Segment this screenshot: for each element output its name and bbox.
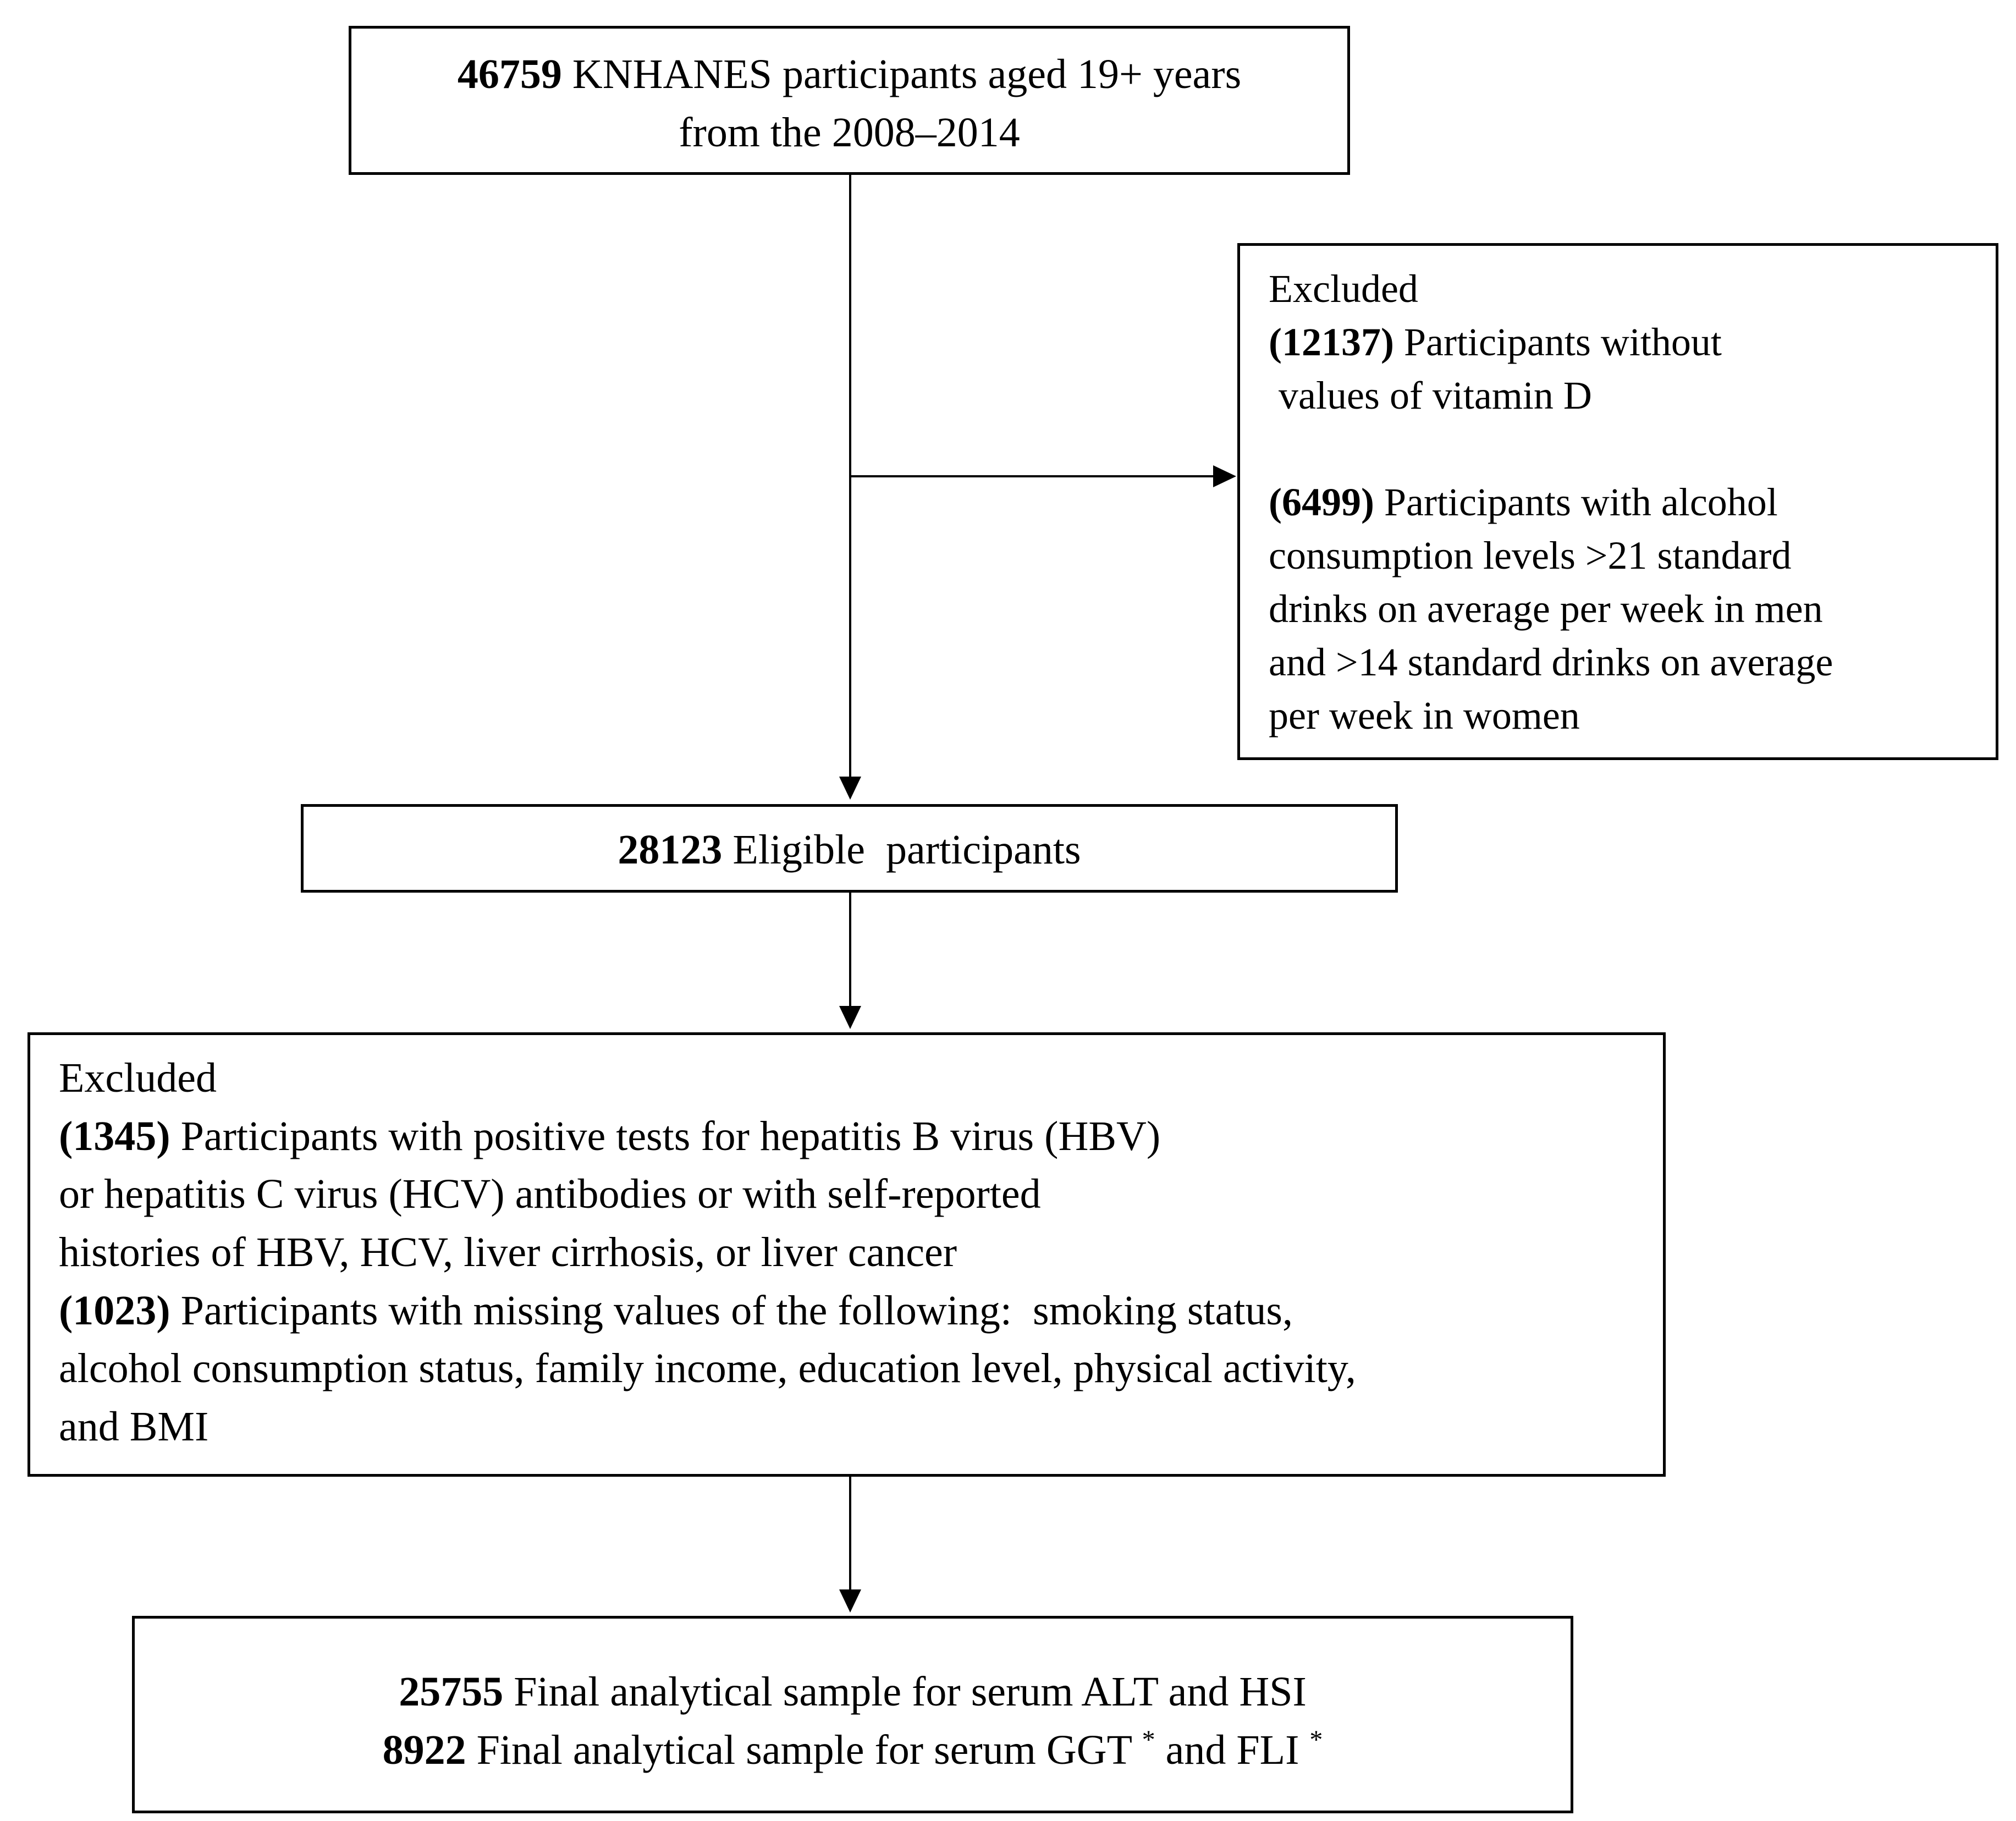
exclusion2-item1-line2: or hepatitis C virus (HCV) antibodies or… [59, 1171, 1041, 1218]
source-line-1: 46759 KNHANES participants aged 19+ year… [351, 45, 1347, 103]
source-population-box: 46759 KNHANES participants aged 19+ year… [349, 26, 1350, 175]
exclusion-box-1: Excluded (12137) Participants without va… [1237, 243, 1998, 760]
exclusion2-item2-text: Participants with missing values of the … [180, 1287, 1293, 1334]
exclusion1-item1-text: Participants without [1403, 320, 1722, 365]
final-row2-count: 8922 [382, 1727, 466, 1774]
eligible-text: Eligible participants [732, 827, 1081, 873]
source-text-1: KNHANES participants aged 19+ years [572, 51, 1242, 97]
exclusion2-item1-text: Participants with positive tests for hep… [180, 1113, 1161, 1159]
eligible-participants-box: 28123 Eligible participants [301, 804, 1398, 893]
exclusion1-item2-count: (6499) [1269, 480, 1374, 524]
arrowhead-to-exclusion2 [839, 1006, 861, 1029]
final-row2-text-b: and FLI [1165, 1727, 1299, 1774]
exclusion1-item2-line5: per week in women [1269, 694, 1580, 738]
exclusion2-item2-count: (1023) [59, 1287, 170, 1334]
exclusion1-item1-line1: (12137) Participants without [1269, 316, 1996, 369]
exclusion-box-2: Excluded (1345) Participants with positi… [27, 1032, 1666, 1477]
footnote-marker-fli: * [1309, 1725, 1323, 1755]
exclusion2-item2-line1: (1023) Participants with missing values … [59, 1282, 1663, 1340]
final-row2-text-a: Final analytical sample for serum GGT [476, 1727, 1132, 1774]
exclusion1-item2-text: Participants with alcohol [1384, 480, 1778, 524]
final-sample-box: 25755 Final analytical sample for serum … [132, 1616, 1573, 1813]
eligible-count: 28123 [618, 827, 723, 873]
eligible-line: 28123 Eligible participants [304, 821, 1395, 879]
final-row1-count: 25755 [399, 1669, 504, 1715]
exclusion1-item2-line4: and >14 standard drinks on average [1269, 640, 1833, 685]
arrowhead-to-eligible [839, 777, 861, 800]
exclusion1-item1-count: (12137) [1269, 320, 1394, 365]
source-text-2: from the 2008–2014 [679, 109, 1020, 156]
exclusion2-item1-count: (1345) [59, 1113, 170, 1159]
exclusion1-item1-line2: values of vitamin D [1269, 369, 1996, 422]
exclusion1-item1-text2: values of vitamin D [1279, 373, 1592, 418]
exclusion1-heading: Excluded [1269, 267, 1418, 311]
arrowhead-to-exclusion1 [1213, 465, 1236, 487]
exclusion2-heading: Excluded [59, 1055, 217, 1101]
exclusion1-item2-line1: (6499) Participants with alcohol [1269, 476, 1996, 529]
final-row-1: 25755 Final analytical sample for serum … [135, 1663, 1571, 1721]
source-count: 46759 [457, 51, 562, 97]
final-row1-text: Final analytical sample for serum ALT an… [514, 1669, 1307, 1715]
exclusion2-item2-line3: and BMI [59, 1403, 209, 1450]
exclusion2-item1-line1: (1345) Participants with positive tests … [59, 1108, 1663, 1166]
arrowhead-to-final [839, 1589, 861, 1613]
exclusion2-item2-line2: alcohol consumption status, family incom… [59, 1345, 1356, 1392]
final-row-2: 8922 Final analytical sample for serum G… [135, 1721, 1571, 1779]
exclusion1-item2-line2: consumption levels >21 standard [1269, 533, 1792, 577]
exclusion1-item2-line3: drinks on average per week in men [1269, 586, 1823, 631]
footnote-marker-ggt: * [1142, 1725, 1155, 1755]
exclusion2-item1-line3: histories of HBV, HCV, liver cirrhosis, … [59, 1229, 957, 1275]
